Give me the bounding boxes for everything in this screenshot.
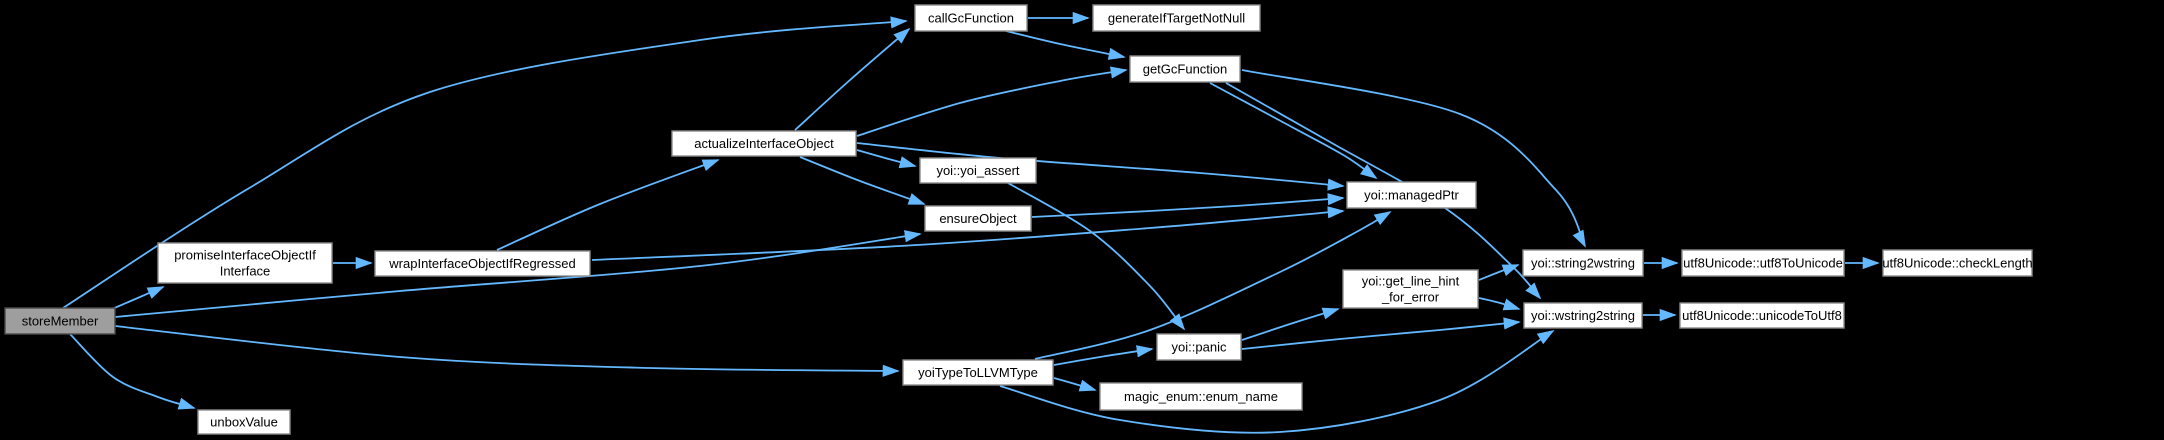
node-label: yoiTypeToLLVMType [918, 365, 1038, 380]
node-label: actualizeInterfaceObject [694, 136, 834, 151]
node-yoi_assert[interactable]: yoi::yoi_assert [919, 157, 1037, 184]
edge-actualizeInterfaceObject-to-callGcFunction [794, 27, 911, 131]
node-label: ensureObject [939, 211, 1017, 226]
node-box [1092, 4, 1261, 32]
edge-get_line_hint_for_error-to-string2wstring [1478, 264, 1520, 281]
node-box [1156, 333, 1242, 361]
node-label: yoi::yoi_assert [936, 163, 1019, 178]
node-label: utf8Unicode::checkLength [1882, 256, 2032, 271]
node-generateIfTargetNotNull[interactable]: generateIfTargetNotNull [1092, 4, 1261, 32]
node-label: callGcFunction [928, 11, 1014, 26]
node-wrapInterfaceObjectIfRegressed[interactable]: wrapInterfaceObjectIfRegressed [374, 250, 591, 277]
edge-actualizeInterfaceObject-to-managedPtr [856, 142, 1345, 191]
node-box [1679, 302, 1845, 329]
node-box [1129, 55, 1241, 83]
node-unicodeToUtf8[interactable]: utf8Unicode::unicodeToUtf8 [1679, 302, 1845, 329]
edge-yoiTypeToLLVMType-to-wstring2string [999, 330, 1555, 434]
edge-actualizeInterfaceObject-to-yoi_assert [856, 149, 917, 169]
edge-wrapInterfaceObjectIfRegressed-to-managedPtr [591, 206, 1345, 261]
node-box [197, 409, 291, 435]
node-label: yoi::string2wstring [1531, 256, 1635, 271]
node-utf8ToUnicode[interactable]: utf8Unicode::utf8ToUnicode [1681, 249, 1845, 277]
edge-yoiTypeToLLVMType-to-managedPtr [1034, 211, 1392, 360]
node-yoiTypeToLLVMType[interactable]: yoiTypeToLLVMType [902, 359, 1054, 386]
edge-callGcFunction-to-getGcFunction [1005, 30, 1126, 60]
node-box [1342, 269, 1479, 309]
node-managedPtr[interactable]: yoi::managedPtr [1346, 181, 1477, 209]
edge-getGcFunction-to-managedPtr [1209, 82, 1378, 180]
edge-storeMember-to-unboxValue [69, 333, 196, 410]
node-label: unboxValue [210, 415, 278, 430]
node-box [1523, 302, 1643, 329]
node-label: yoi::get_line_hint_for_error [1362, 274, 1460, 305]
node-wstring2string[interactable]: yoi::wstring2string [1523, 302, 1643, 329]
node-box [924, 205, 1032, 232]
node-string2wstring[interactable]: yoi::string2wstring [1522, 249, 1644, 277]
node-storeMember[interactable]: storeMember [4, 307, 116, 335]
node-box [902, 359, 1054, 386]
node-label: yoi::panic [1172, 340, 1227, 355]
node-box [1681, 249, 1845, 277]
node-box [4, 307, 116, 335]
node-box [374, 250, 591, 277]
edge-getGcFunction-to-string2wstring [1241, 69, 1586, 248]
node-box [919, 157, 1037, 184]
edge-actualizeInterfaceObject-to-ensureObject [799, 156, 926, 205]
edge-wrapInterfaceObjectIfRegressed-to-actualizeInterfaceObject [496, 159, 720, 251]
edge-panic-to-get_line_hint_for_error [1241, 307, 1340, 341]
node-label: magic_enum::enum_name [1124, 389, 1278, 404]
edge-storeMember-to-yoiTypeToLLVMType [114, 325, 900, 377]
edge-get_line_hint_for_error-to-wstring2string [1478, 297, 1521, 311]
node-label: utf8Unicode::utf8ToUnicode [1683, 256, 1843, 271]
node-magic_enum_enum_name[interactable]: magic_enum::enum_name [1099, 382, 1303, 411]
edge-storeMember-to-callGcFunction [62, 16, 908, 309]
node-callGcFunction[interactable]: callGcFunction [914, 4, 1028, 32]
node-label: generateIfTargetNotNull [1108, 11, 1245, 26]
node-box [1522, 249, 1644, 277]
node-label: wrapInterfaceObjectIfRegressed [388, 256, 575, 271]
node-label: storeMember [22, 314, 99, 329]
edge-yoi_assert-to-panic [1007, 182, 1186, 331]
node-checkLength[interactable]: utf8Unicode::checkLength [1882, 249, 2033, 277]
node-label: yoi::wstring2string [1531, 308, 1635, 323]
edge-yoiTypeToLLVMType-to-magic_enum_enum_name [1053, 377, 1097, 392]
node-label: yoi::managedPtr [1364, 188, 1459, 203]
node-getGcFunction[interactable]: getGcFunction [1129, 55, 1241, 83]
node-label: utf8Unicode::unicodeToUtf8 [1682, 308, 1842, 323]
node-panic[interactable]: yoi::panic [1156, 333, 1242, 361]
node-box [671, 130, 857, 157]
node-get_line_hint_for_error[interactable]: yoi::get_line_hint_for_error [1342, 269, 1479, 309]
node-box [914, 4, 1028, 32]
edge-storeMember-to-promiseInterfaceObjectIfInterface [111, 286, 165, 310]
node-ensureObject[interactable]: ensureObject [924, 205, 1032, 232]
node-box [157, 242, 333, 284]
node-label: getGcFunction [1143, 62, 1228, 77]
node-box [1882, 249, 2033, 277]
node-unboxValue[interactable]: unboxValue [197, 409, 291, 435]
edge-ensureObject-to-managedPtr [1031, 193, 1345, 218]
node-actualizeInterfaceObject[interactable]: actualizeInterfaceObject [671, 130, 857, 157]
node-box [1346, 181, 1477, 209]
node-box [1099, 382, 1303, 411]
edge-actualizeInterfaceObject-to-getGcFunction [856, 66, 1128, 137]
edge-yoiTypeToLLVMType-to-panic [1053, 345, 1154, 366]
edge-panic-to-wstring2string [1241, 317, 1521, 350]
